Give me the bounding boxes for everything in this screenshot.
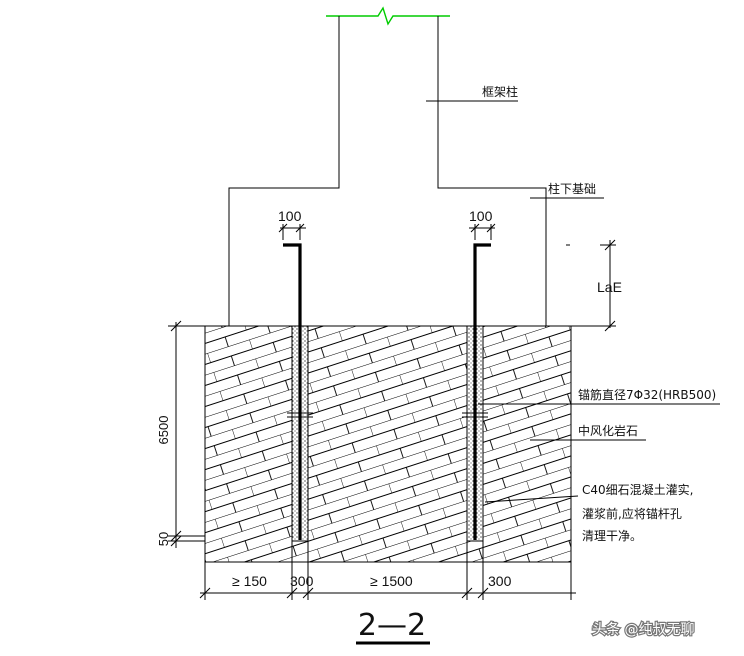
label-column-foundation: 柱下基础 [548,181,596,196]
hole-right-300-label: 300 [488,573,512,589]
leader-grout-note [484,495,579,503]
spacing-1500-label: ≥ 1500 [370,573,413,589]
anchor-bar-right [473,243,491,540]
hook-dim-right-label: 100 [469,208,493,224]
label-grout-note-3: 清理干净。 [582,529,642,543]
column-foundation-outline-right [437,16,547,326]
label-anchor-bar: 锚筋直径7Φ32(HRB500) [578,387,716,402]
label-rock-layer: 中风化岩石 [578,423,638,438]
edge-150-label: ≥ 150 [232,573,267,589]
depth-6500-label: 6500 [156,416,171,445]
label-grout-note-2: 灌浆前,应将锚杆孔 [582,506,682,521]
depth-50-label: 50 [156,532,171,546]
column-foundation-outline [228,16,340,326]
hole-left-300-label: 300 [290,573,314,589]
rock-mass [204,325,572,563]
hook-dim-left-label: 100 [278,208,302,224]
section-title: 2—2 [358,608,426,643]
anchor-bar-left [283,243,302,540]
hook-dim-left [278,223,306,240]
label-grout-note-1: C40细石混凝土灌实, [582,482,693,497]
bottom-dimension [199,541,576,600]
break-line [326,6,450,26]
lae-dimension [546,239,616,332]
lae-label: LaE [597,279,622,295]
label-frame-column: 框架柱 [482,84,518,99]
hook-dim-right [469,223,496,240]
watermark: 头条 @纯叔无聊 [592,621,694,638]
depth-dimension [168,320,205,548]
